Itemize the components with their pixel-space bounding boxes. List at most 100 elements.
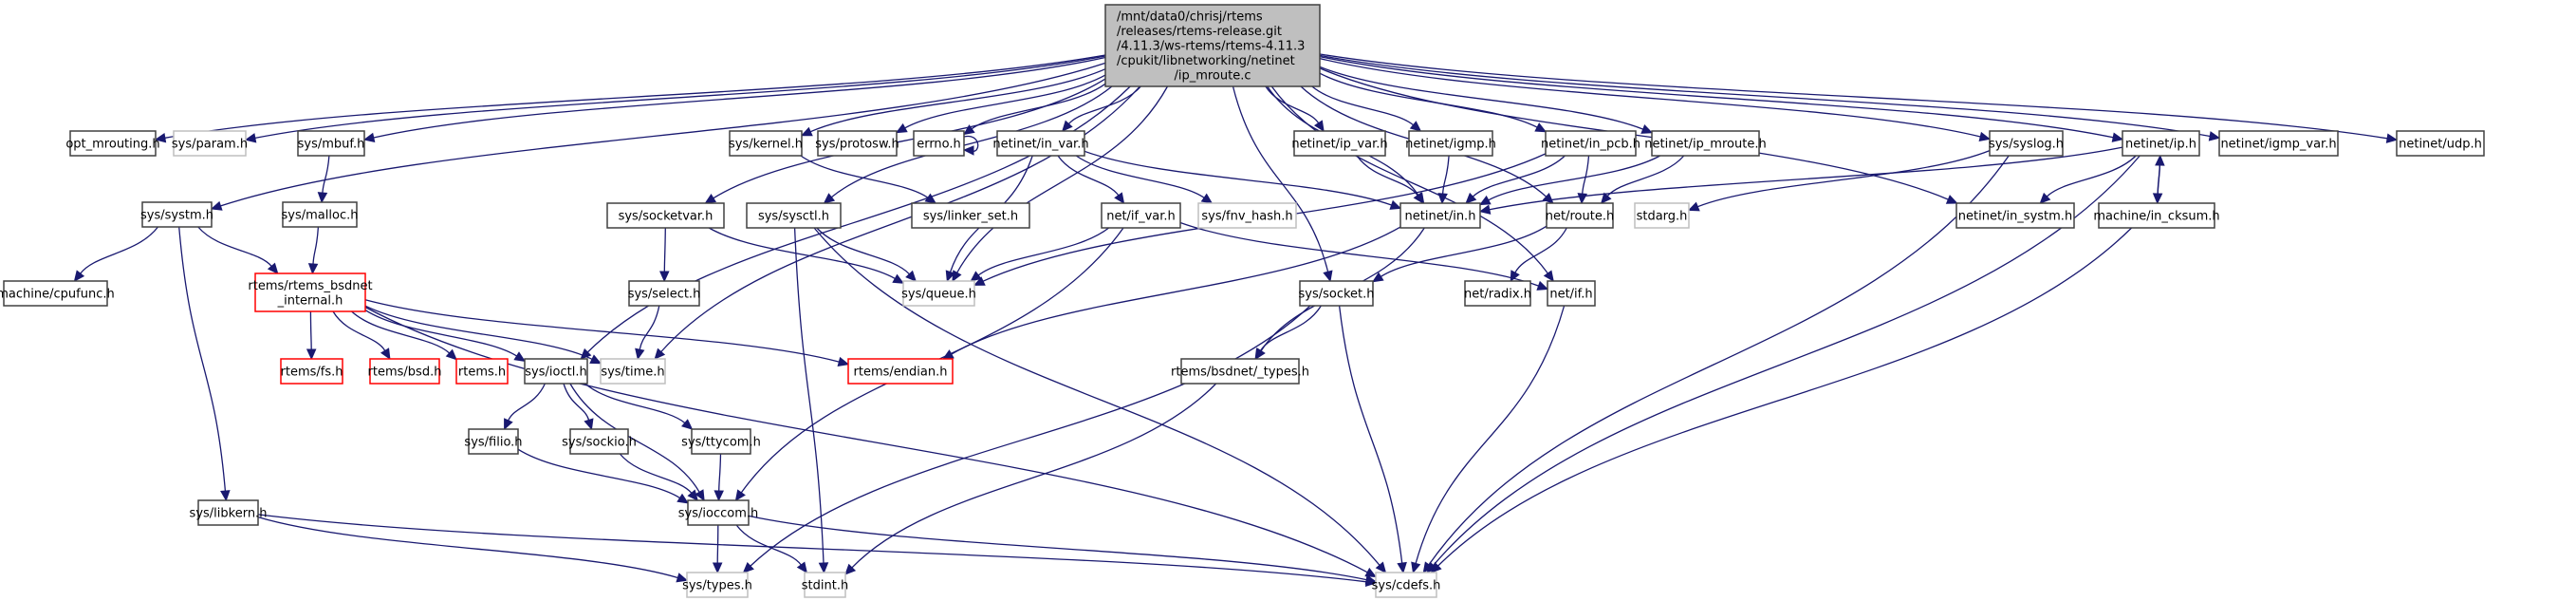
node-label: sys/types.h bbox=[682, 579, 752, 593]
node-rtems-h[interactable]: rtems.h bbox=[455, 358, 509, 385]
edge-line bbox=[1319, 53, 2388, 140]
arrowhead-icon bbox=[589, 354, 602, 365]
node-box bbox=[600, 358, 666, 385]
node-sys-param[interactable]: sys/param.h bbox=[172, 130, 248, 157]
node-netinet-in-systm[interactable]: netinet/in_systm.h bbox=[1955, 202, 2075, 229]
node-net-if-var[interactable]: net/if_var.h bbox=[1101, 202, 1181, 229]
edge-rtems_bsdnet_internal-to-sys_ioctl bbox=[364, 310, 527, 363]
node-box bbox=[3, 280, 108, 307]
node-rtems-bsdnet-types[interactable]: rtems/bsdnet/_types.h bbox=[1171, 358, 1309, 385]
edge-netinet_ip-to-netinet_in bbox=[1478, 146, 2123, 215]
node-netinet-in-var[interactable]: netinet/in_var.h bbox=[992, 130, 1089, 157]
node-netinet-igmp[interactable]: netinet/igmp.h bbox=[1405, 130, 1496, 157]
edge-line bbox=[364, 299, 840, 363]
arrowhead-icon bbox=[818, 562, 829, 574]
node-box bbox=[1197, 202, 1297, 229]
arrowhead-icon bbox=[1313, 120, 1325, 133]
node-netinet-igmp-var[interactable]: netinet/igmp_var.h bbox=[2218, 130, 2339, 157]
node-sys-sysctl[interactable]: sys/sysctl.h bbox=[746, 202, 842, 229]
node-sys-fnv-hash[interactable]: sys/fnv_hash.h bbox=[1197, 202, 1297, 229]
node-opt-mrouting[interactable]: opt_mrouting.h bbox=[65, 130, 160, 157]
node-sys-linker-set[interactable]: sys/linker_set.h bbox=[911, 202, 1030, 229]
node-machine-in-cksum[interactable]: machine/in_cksum.h bbox=[2093, 202, 2220, 229]
edge-root-to-errno bbox=[963, 83, 1106, 136]
node-label: machine/in_cksum.h bbox=[2093, 210, 2219, 224]
node-sys-types[interactable]: sys/types.h bbox=[682, 572, 752, 598]
node-rtems-bsd[interactable]: rtems/bsd.h bbox=[368, 358, 442, 385]
node-box bbox=[911, 202, 1030, 229]
node-sys-queue[interactable]: sys/queue.h bbox=[901, 280, 976, 307]
node-box bbox=[468, 428, 519, 455]
node-net-radix[interactable]: net/radix.h bbox=[1464, 280, 1531, 307]
arrowhead-icon bbox=[1397, 561, 1407, 574]
node-sys-malloc[interactable]: sys/malloc.h bbox=[282, 201, 359, 228]
node-sys-kernel[interactable]: sys/kernel.h bbox=[729, 130, 803, 157]
node-sys-syslog[interactable]: sys/syslog.h bbox=[1989, 130, 2064, 157]
node-rtems-bsdnet-internal[interactable]: rtems/rtems_bsdnet_internal.h bbox=[248, 272, 373, 312]
arrowhead-icon bbox=[445, 348, 457, 361]
node-sys-socket[interactable]: sys/socket.h bbox=[1298, 280, 1375, 307]
node-sys-libkern[interactable]: sys/libkern.h bbox=[190, 499, 268, 526]
node-sys-sockio[interactable]: sys/sockio.h bbox=[562, 428, 637, 455]
node-sys-ioctl[interactable]: sys/ioctl.h bbox=[524, 358, 588, 385]
node-sys-protosw[interactable]: sys/protosw.h bbox=[815, 130, 899, 157]
node-box bbox=[1293, 130, 1386, 157]
node-sys-select[interactable]: sys/select.h bbox=[628, 280, 701, 307]
edge-line bbox=[257, 514, 1367, 583]
edge-rtems_bsdnet_internal-to-rtems_h bbox=[351, 310, 457, 361]
arrowhead-icon bbox=[1536, 280, 1549, 291]
node-errno[interactable]: errno.h bbox=[913, 130, 965, 157]
edge-line bbox=[508, 383, 546, 422]
node-label: netinet/ip.h bbox=[2125, 138, 2196, 152]
node-netinet-in-pcb[interactable]: netinet/in_pcb.h bbox=[1541, 130, 1640, 157]
node-netinet-ip-mroute[interactable]: netinet/ip_mroute.h bbox=[1644, 130, 1767, 157]
edge-line bbox=[1179, 221, 1539, 287]
node-label: rtems/fs.h bbox=[281, 366, 343, 380]
node-label: sys/syslog.h bbox=[1989, 138, 2064, 152]
node-sys-cdefs[interactable]: sys/cdefs.h bbox=[1372, 572, 1441, 598]
node-stdint[interactable]: stdint.h bbox=[802, 572, 848, 598]
node-sys-time[interactable]: sys/time.h bbox=[600, 358, 666, 385]
node-stdarg[interactable]: stdarg.h bbox=[1634, 202, 1690, 229]
node-label: netinet/in_pcb.h bbox=[1541, 138, 1640, 152]
arrowhead-icon bbox=[1371, 272, 1384, 283]
edge-root-to-netinet_ip bbox=[1319, 55, 2124, 142]
node-sys-ttycom[interactable]: sys/ttycom.h bbox=[681, 428, 761, 455]
edge-line bbox=[322, 155, 330, 194]
node-netinet-in[interactable]: netinet/in.h bbox=[1399, 202, 1481, 229]
node-sys-socketvar[interactable]: sys/socketvar.h bbox=[606, 202, 725, 229]
arrowhead-icon bbox=[1478, 195, 1492, 206]
arrowhead-icon bbox=[659, 271, 670, 283]
node-netinet-udp[interactable]: netinet/udp.h bbox=[2396, 130, 2485, 157]
arrowhead-icon bbox=[1543, 270, 1554, 282]
edge-line bbox=[1489, 146, 2123, 211]
arrowhead-icon bbox=[220, 490, 231, 502]
edge-line bbox=[1381, 225, 1547, 277]
node-netinet-ip[interactable]: netinet/ip.h bbox=[2122, 130, 2200, 157]
arrowhead-icon bbox=[1640, 123, 1654, 134]
arrowhead-icon bbox=[704, 193, 717, 204]
edge-net_if_var-to-sys_queue bbox=[970, 227, 1110, 282]
node-box bbox=[996, 130, 1085, 157]
node-rtems-fs[interactable]: rtems/fs.h bbox=[280, 358, 343, 385]
node-sys-ioccom[interactable]: sys/ioccom.h bbox=[678, 499, 758, 526]
node-sys-filio[interactable]: sys/filio.h bbox=[464, 428, 523, 455]
node-netinet-ip-var[interactable]: netinet/ip_var.h bbox=[1291, 130, 1388, 157]
edge-line bbox=[1441, 155, 1450, 195]
node-net-if[interactable]: net/if.h bbox=[1547, 280, 1596, 307]
edge-netinet_in_var-to-netinet_in bbox=[1084, 150, 1402, 210]
node-machine-cpufunc[interactable]: machine/cpufunc.h bbox=[0, 280, 115, 307]
edge-line bbox=[1319, 66, 1643, 130]
edge-line bbox=[713, 78, 1106, 199]
node-label: /4.11.3/ws-rtems/rtems-4.11.3 bbox=[1117, 40, 1305, 54]
node-box bbox=[369, 358, 440, 385]
node-box bbox=[746, 202, 842, 229]
edge-rtems_bsdnet_internal-to-rtems_bsd bbox=[332, 310, 391, 361]
node-sys-systm[interactable]: sys/systm.h bbox=[140, 201, 213, 228]
node-rtems-endian[interactable]: rtems/endian.h bbox=[847, 358, 954, 385]
edge-sys_sockio-to-sys_ioccom bbox=[619, 453, 698, 501]
arrowhead-icon bbox=[1061, 120, 1073, 132]
edge-line bbox=[750, 305, 1311, 567]
node-sys-mbuf[interactable]: sys/mbuf.h bbox=[297, 130, 365, 157]
node-net-route[interactable]: net/route.h bbox=[1546, 202, 1614, 229]
